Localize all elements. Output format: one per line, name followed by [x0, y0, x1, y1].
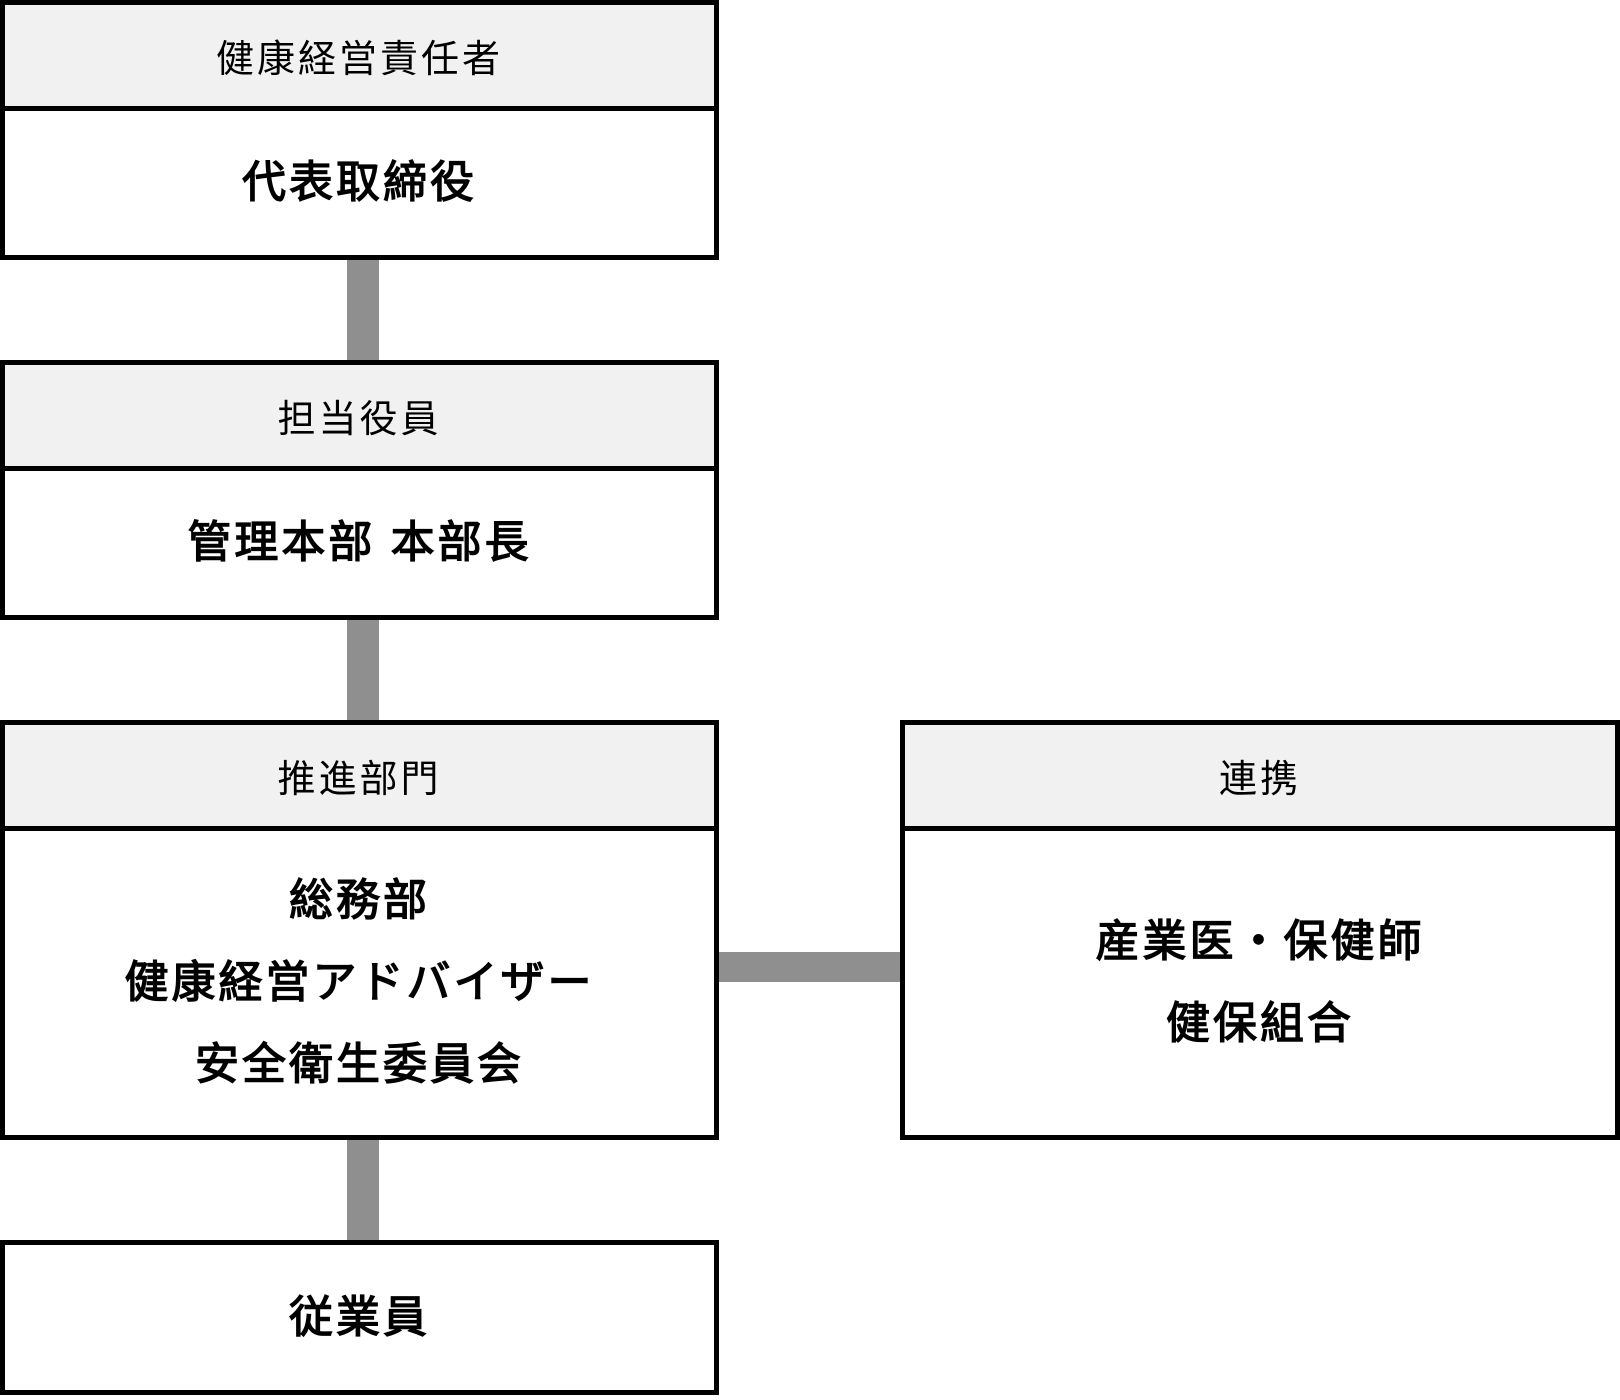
box-employees: 従業員	[0, 1240, 719, 1395]
box-employees-body: 従業員	[5, 1245, 714, 1390]
box-collaboration-body: 産業医・保健師 健保組合	[905, 831, 1615, 1135]
box-health-management-officer-body: 代表取締役	[5, 111, 714, 255]
body-line: 従業員	[289, 1292, 430, 1342]
box-promotion-department-body: 総務部 健康経営アドバイザー 安全衛生委員会	[5, 831, 714, 1135]
body-line: 産業医・保健師	[1095, 917, 1425, 966]
connector-ceo-to-officer	[347, 260, 379, 360]
box-health-management-officer-header: 健康経営責任者	[5, 5, 714, 111]
box-promotion-department: 推進部門 総務部 健康経営アドバイザー 安全衛生委員会	[0, 720, 719, 1140]
box-collaboration: 連携 産業医・保健師 健保組合	[900, 720, 1620, 1140]
body-line: 管理本部 本部長	[187, 518, 532, 567]
box-collaboration-header: 連携	[905, 725, 1615, 831]
box-officer-in-charge-body: 管理本部 本部長	[5, 471, 714, 615]
box-health-management-officer: 健康経営責任者 代表取締役	[0, 0, 719, 260]
connector-promotion-to-collaboration	[719, 952, 900, 982]
box-officer-in-charge: 担当役員 管理本部 本部長	[0, 360, 719, 620]
body-line: 代表取締役	[242, 158, 477, 207]
body-line: 健保組合	[1166, 999, 1354, 1048]
body-line: 安全衛生委員会	[195, 1040, 524, 1089]
box-officer-in-charge-header: 担当役員	[5, 365, 714, 471]
body-line: 総務部	[289, 876, 430, 925]
connector-promotion-to-employees	[347, 1140, 379, 1240]
box-promotion-department-header: 推進部門	[5, 725, 714, 831]
body-line: 健康経営アドバイザー	[124, 958, 595, 1007]
connector-officer-to-promotion	[347, 620, 379, 720]
